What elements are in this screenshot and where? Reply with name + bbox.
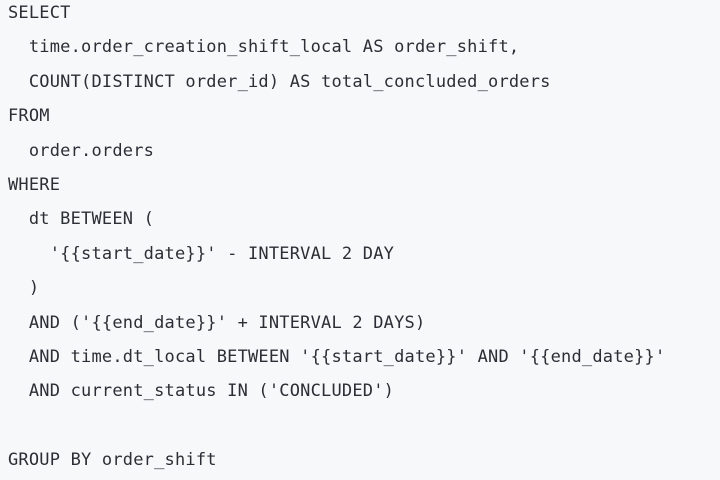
code-line	[8, 409, 712, 443]
code-line: AND current_status IN ('CONCLUDED')	[8, 381, 395, 402]
code-line: )	[8, 278, 40, 299]
code-line: COUNT(DISTINCT order_id) AS total_conclu…	[8, 71, 551, 92]
code-line: AND ('{{end_date}}' + INTERVAL 2 DAYS)	[8, 312, 426, 333]
code-line: dt BETWEEN (	[8, 209, 155, 230]
code-line: SELECT	[8, 3, 71, 23]
code-line: time.order_creation_shift_local AS order…	[8, 37, 520, 58]
code-line: FROM	[8, 106, 50, 127]
code-line: GROUP BY order_shift	[8, 450, 217, 471]
code-line: order.orders	[8, 140, 155, 161]
code-line: AND time.dt_local BETWEEN '{{start_date}…	[8, 346, 666, 367]
code-line: WHERE	[8, 174, 61, 195]
code-line: '{{start_date}}' - INTERVAL 2 DAY	[8, 243, 395, 264]
